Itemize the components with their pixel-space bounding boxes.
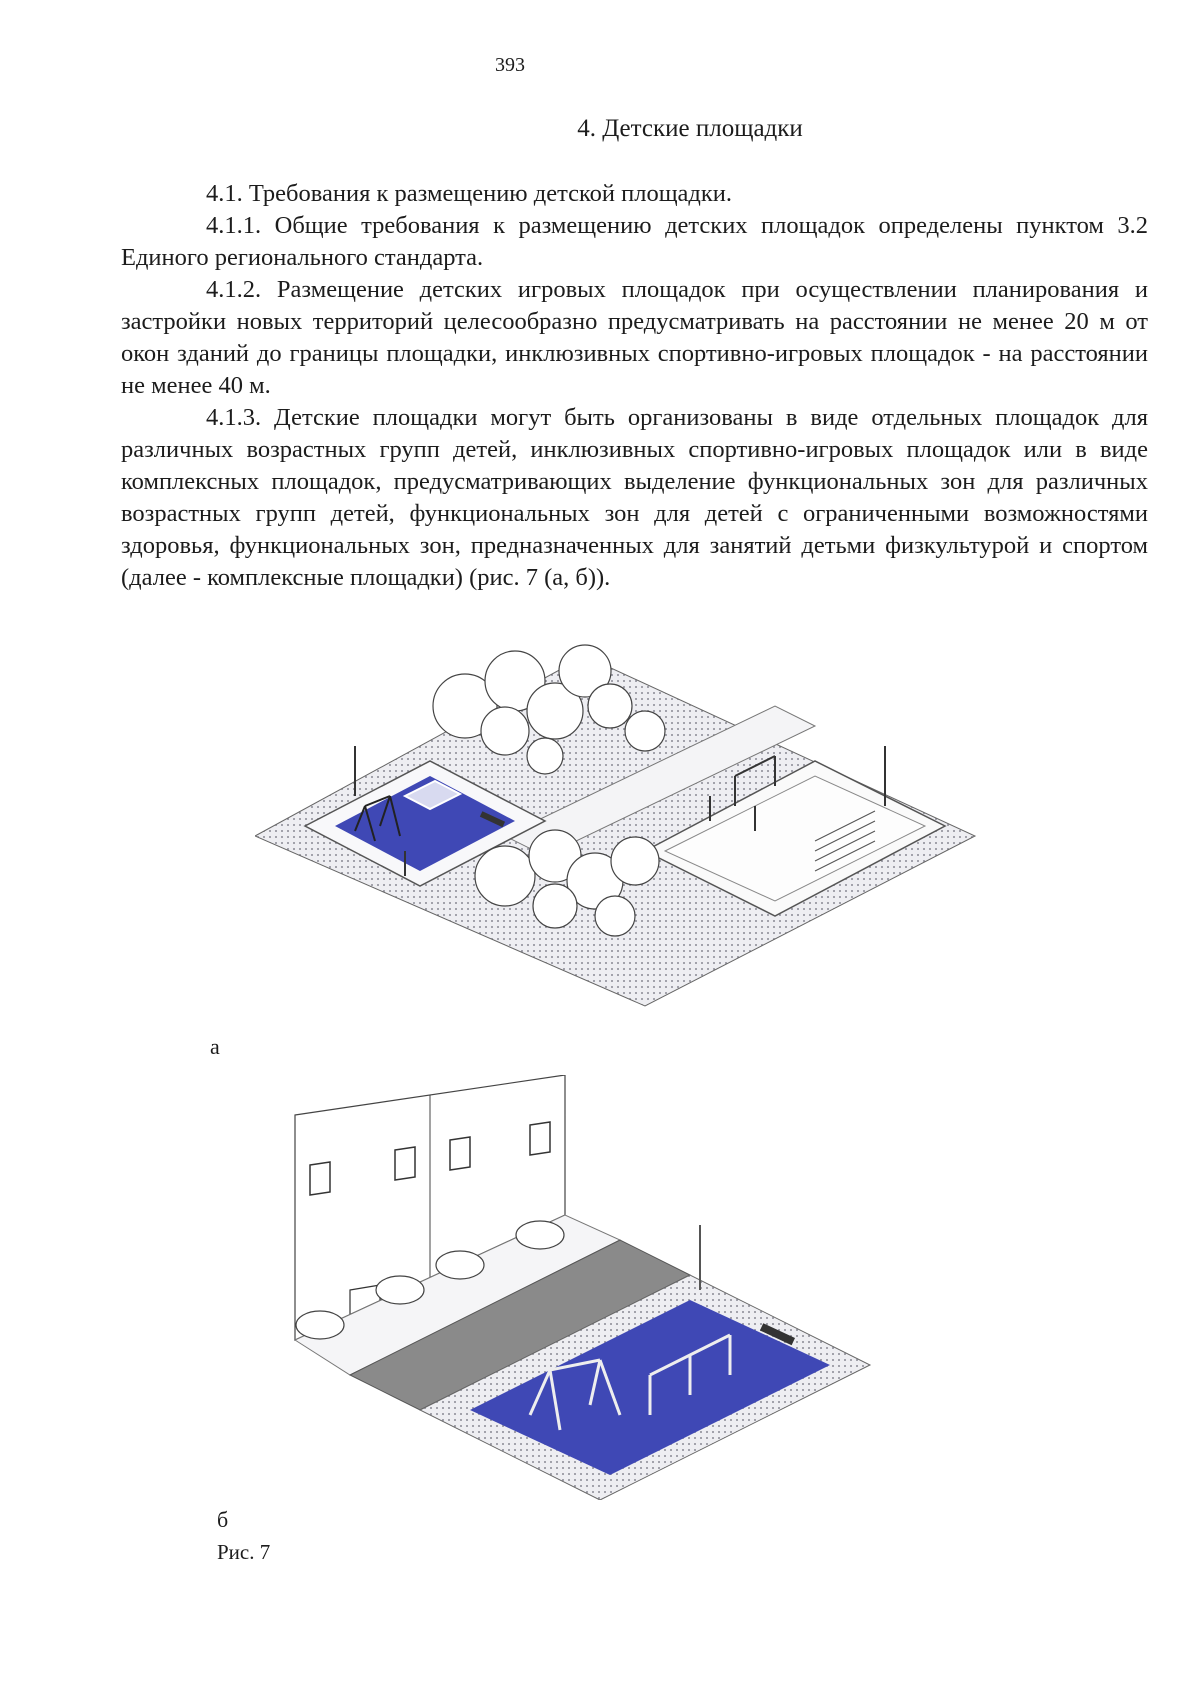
- paragraph-4-1: 4.1. Требования к размещению детской пло…: [206, 180, 733, 207]
- swing: [354, 795, 401, 842]
- shrubs: [295, 1220, 565, 1340]
- paragraph-4-1-3: 4.1.3. Детские площадки могут быть орган…: [121, 404, 1148, 591]
- figure-b-illustration: [293, 1075, 872, 1500]
- paragraph-4-1-2: 4.1.2. Размещение детских игровых площад…: [121, 276, 1148, 399]
- figure-caption: Рис. 7: [217, 1540, 271, 1564]
- windows: [309, 1121, 551, 1196]
- figure-b-label: б: [217, 1507, 229, 1532]
- workout-bars: [709, 755, 776, 831]
- sports-ground-surface: [663, 775, 927, 902]
- sandbox: [402, 779, 463, 811]
- paragraph-4-1-1: 4.1.1. Общие требования к размещению дет…: [121, 212, 1148, 271]
- trees: [432, 644, 666, 937]
- climbing-frame: [648, 1333, 732, 1415]
- left-playground-surface: [335, 776, 515, 871]
- section-title: 4. Детские площадки: [577, 115, 803, 142]
- body-text: 4.1. Требования к размещению детской пло…: [121, 178, 1148, 594]
- swings: [528, 1358, 622, 1431]
- page-number: 393: [495, 54, 525, 76]
- figure-a-illustration: [255, 644, 977, 1007]
- figure-a-label: а: [210, 1034, 220, 1059]
- bench: [479, 811, 506, 828]
- lamp-posts: [354, 746, 886, 876]
- bench: [759, 1323, 796, 1346]
- fence: [814, 810, 876, 872]
